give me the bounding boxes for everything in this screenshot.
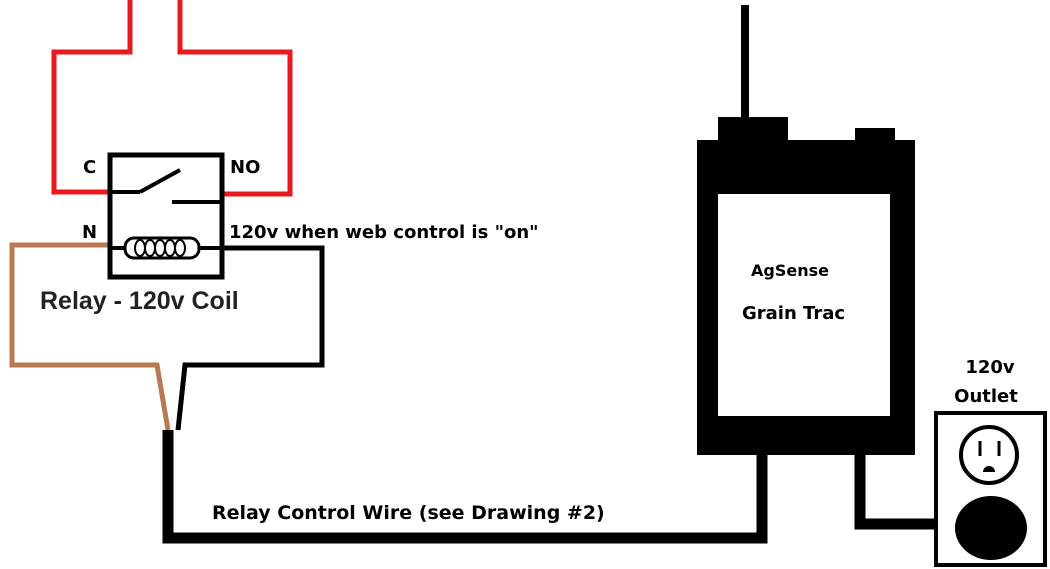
brown-wire-n (9, 242, 171, 431)
outlet-label: Outlet (954, 386, 1018, 407)
outlet-receptacle-icon (959, 425, 1019, 485)
plug-icon (955, 496, 1027, 560)
device-brand: AgSense (751, 261, 829, 280)
red-wire-c (51, 0, 133, 195)
relay-title: Relay - 120v Coil (40, 287, 239, 315)
terminal-c-label: C (83, 157, 96, 178)
relay (107, 152, 225, 280)
power-cord (854, 455, 960, 530)
device-name: Grain Trac (742, 303, 845, 324)
red-wires (51, 0, 293, 197)
relay-switch-arm (139, 168, 181, 194)
control-wire-label: Relay Control Wire (see Drawing #2) (212, 502, 605, 524)
terminal-n-label: N (82, 222, 97, 243)
relay-control-wire (162, 430, 768, 544)
red-wire-no (177, 0, 293, 197)
coil-voltage-note: 120v when web control is "on" (229, 222, 539, 243)
wall-outlet (934, 411, 1047, 567)
outlet-voltage: 120v (965, 357, 1015, 378)
grain-trac-device (697, 5, 915, 455)
terminal-no-label: NO (230, 157, 260, 178)
device-label-panel (718, 194, 890, 416)
black-coil-wire (175, 245, 325, 431)
coil-icon (123, 236, 201, 260)
